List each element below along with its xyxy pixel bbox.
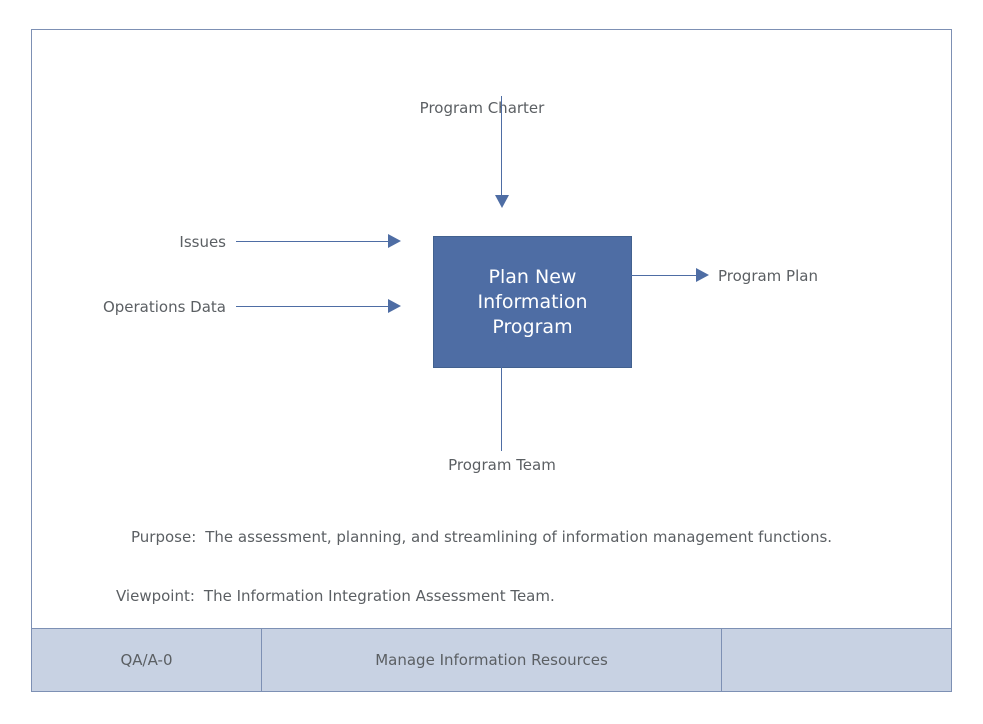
note-viewpoint-key: Viewpoint: [116, 587, 195, 605]
activity-box[interactable]: Plan New Information Program [433, 236, 632, 368]
arrowhead-input-upper-icon [388, 234, 401, 248]
note-viewpoint-value: The Information Integration Assessment T… [203, 587, 555, 605]
connector-control-top-line [501, 96, 502, 203]
arrowhead-mechanism-icon [495, 339, 509, 352]
title-bar-node-cell[interactable]: QA/A-0 [120, 651, 173, 669]
note-purpose-key: Purpose: [131, 528, 197, 546]
title-bar-title-cell[interactable]: Manage Information Resources [261, 629, 722, 691]
arrowhead-control-top-icon [495, 195, 509, 208]
activity-box-label: Plan New Information Program [477, 265, 588, 338]
flow-label-input-upper: Issues [179, 233, 226, 251]
connector-mechanism-line [501, 352, 502, 451]
note-purpose: Purpose: The assessment, planning, and st… [131, 528, 832, 546]
flow-label-mechanism-bottom: Program Team [448, 456, 556, 474]
connector-output-line [601, 275, 700, 276]
title-bar: QA/A-0 Manage Information Resources [31, 628, 952, 692]
note-purpose-value: The assessment, planning, and streamlini… [205, 528, 833, 546]
flow-label-input-lower: Operations Data [102, 298, 226, 316]
arrowhead-input-lower-icon [388, 299, 401, 313]
connector-input-lower-line [236, 306, 391, 307]
title-bar-extra-cell[interactable] [722, 629, 951, 691]
arrowhead-output-icon [696, 268, 709, 282]
diagram-frame: Program Charter Issues Operations Data P… [31, 29, 952, 692]
flow-label-control-top: Program Charter [419, 99, 545, 117]
note-viewpoint: Viewpoint: The Information Integration As… [116, 587, 555, 605]
connector-input-upper-line [236, 241, 391, 242]
flow-label-output-right: Program Plan [718, 267, 818, 285]
